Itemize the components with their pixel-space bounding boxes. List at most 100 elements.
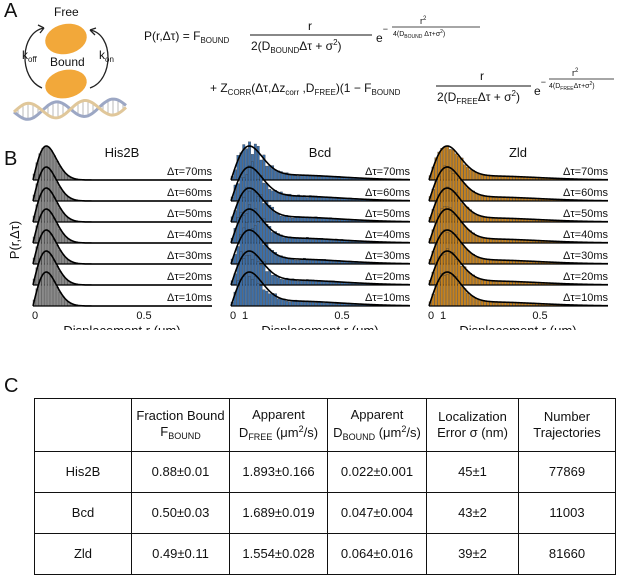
y-axis-label: P(r,Δτ) [7,221,22,259]
k-off-label: koff [22,48,38,64]
histogram-bar [288,301,292,307]
histogram-bar [265,290,269,307]
histogram-bar [55,181,59,202]
delay-label: Δτ=70ms [563,166,609,178]
table-cell: 77869 [518,451,616,493]
histogram-bar [279,298,283,307]
term2-numerator: r [480,69,484,83]
histogram-bar [285,300,289,307]
histogram-bar [449,273,452,307]
delay-label: Δτ=30ms [167,250,213,262]
histogram-bar [55,223,59,244]
delay-label: Δτ=60ms [167,187,213,199]
term2-denominator: 2(DFREEΔτ + σ2) [437,89,520,106]
histogram-bar [47,273,51,307]
histogram-bar [55,286,59,307]
histogram-bar [251,228,254,265]
histogram-bar [251,279,254,307]
histogram-bar [253,276,257,307]
histogram-title: His2B [105,145,140,160]
term1-exponential: e− [376,24,388,45]
histogram-bar [262,289,266,307]
histogram-bar [311,175,315,181]
histogram-bar [480,237,484,244]
histogram-bar [480,258,484,265]
histogram-bar [472,213,475,223]
histogram-bar [44,271,48,307]
histogram-bar [279,279,283,286]
histogram-row: Δτ=10ms [428,271,608,307]
histogram-bar [259,285,263,307]
histogram-bar [279,215,283,223]
table-cell: His2B [34,451,132,493]
histogram-bar [305,217,309,223]
equation-lhs: P(r,Δτ) = FBOUND [144,29,230,45]
unbinding-arrow-icon [24,27,45,89]
table-cell: 0.064±0.016 [327,533,427,575]
table-cell: 0.88±0.01 [131,451,230,493]
fit-curve [230,271,411,307]
histogram-bar [300,259,303,265]
histogram-bar [460,265,464,286]
histogram-bar [53,281,56,307]
free-molecule-icon [45,23,87,55]
histogram-bar [277,255,280,265]
histogram-row: Δτ=40ms [428,206,608,244]
histogram-bar [469,189,473,202]
histogram-bar [305,259,309,265]
delay-label: Δτ=50ms [365,208,411,220]
histogram-bar [469,252,473,265]
histogram-panel: BcdΔτ=70msΔτ=60msΔτ=50msΔτ=40msΔτ=30msΔτ… [230,141,411,330]
bound-molecule-icon [45,69,87,99]
histogram-bar [305,301,309,307]
panel-label-c: C [4,375,19,397]
table-row: Zld 0.49±0.11 1.554±0.028 0.064±0.016 39… [34,533,616,575]
histogram-bar [483,301,487,307]
histogram-bar [477,173,481,181]
histogram-row: Δτ=30ms [428,229,609,265]
free-state-label: Free [54,5,79,19]
histogram-panel: His2BΔτ=70msΔτ=60msΔτ=50msΔτ=40msΔτ=30ms… [7,145,212,330]
x-tick-label: 1 [242,310,248,322]
histogram-row: Δτ=50ms [428,186,609,223]
histogram-bar [475,172,478,181]
fit-curve [428,250,609,286]
histogram-bar [277,214,280,223]
histogram-row: Δτ=50ms [32,187,212,223]
histogram-bar [466,270,470,286]
table-cell: 43±2 [426,492,519,534]
histogram-bar [294,175,298,181]
bound-state-label: Bound [50,55,85,69]
histogram-bar [463,164,467,181]
histogram-bar [285,237,289,244]
histogram-bar [477,299,481,307]
exp2-denominator: 4(DFREEΔτ+σ2) [549,81,595,92]
dna-helix-icon [12,97,128,121]
delay-label: Δτ=50ms [563,208,609,220]
histogram-bar [460,222,464,244]
histogram-bar [271,275,275,286]
x-tick-label: 0.5 [334,310,349,322]
histogram-bar [41,273,45,307]
histogram-bar [55,265,59,286]
histogram-bar [463,205,467,223]
equation-line2: + ZCORR(Δτ,Δzcorr ,DFREE)(1 − FBOUND [210,81,401,97]
term1-numerator: r [308,19,312,33]
histogram-row: Δτ=60ms [428,165,608,202]
binding-arrow-icon [89,29,109,89]
x-axis-label: Displacement r (μm) [63,323,180,330]
histogram-bar [466,250,470,265]
histogram-bar [294,280,298,286]
histogram-bar [469,295,473,307]
histogram-bar [291,196,295,202]
histogram-bar [268,189,272,202]
histogram-bar [294,238,298,244]
histogram-bar [265,271,269,286]
histogram-row: Δτ=60ms [32,166,213,202]
fit-curve [230,229,411,265]
fit-curve [428,229,609,265]
